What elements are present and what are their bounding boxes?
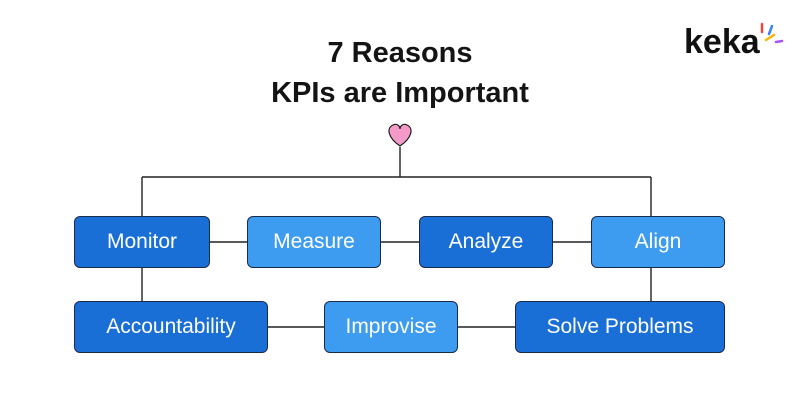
keka-logo: keka: [684, 20, 784, 64]
node-monitor: Monitor: [74, 216, 210, 268]
title-line-1: 7 Reasons: [327, 37, 473, 69]
node-improvise-label: Improvise: [345, 315, 437, 338]
node-align-label: Align: [634, 230, 682, 253]
node-measure: Measure: [247, 216, 381, 268]
sparkle-icon: [760, 22, 784, 44]
node-solve-problems: Solve Problems: [515, 301, 725, 353]
node-align: Align: [591, 216, 725, 268]
node-measure-label: Measure: [273, 230, 355, 253]
node-solve-problems-label: Solve Problems: [546, 315, 694, 338]
node-accountability-label: Accountability: [106, 315, 236, 338]
logo-text: keka: [684, 23, 760, 61]
title-line-2: KPIs are Important: [271, 77, 529, 109]
node-improvise: Improvise: [324, 301, 458, 353]
node-monitor-label: Monitor: [106, 230, 178, 253]
node-analyze: Analyze: [419, 216, 553, 268]
node-accountability: Accountability: [74, 301, 268, 353]
heart-icon: [388, 123, 412, 147]
node-analyze-label: Analyze: [448, 230, 524, 253]
